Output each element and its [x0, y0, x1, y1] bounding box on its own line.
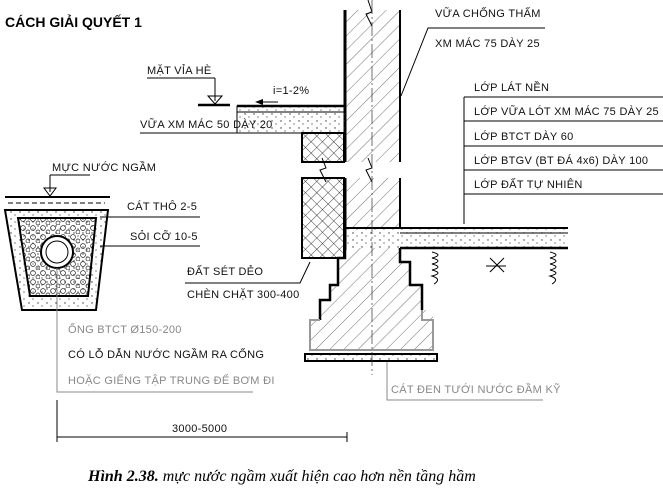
- label-waterproof-mortar: VỮA CHỐNG THẤM: [435, 6, 541, 20]
- slope-arrow-icon: [255, 99, 278, 105]
- drawing-title: CÁCH GIẢI QUYẾT 1: [5, 14, 142, 30]
- layer-label: LỚP BTCT DÀY 60: [474, 130, 574, 143]
- label-waterproof-spec: XM MÁC 75 DÀY 25: [435, 37, 540, 50]
- layer-label: LỚP VỮA LÓT XM MÁC 75 DÀY 25: [474, 105, 659, 118]
- label-groundwater: MỰC NƯỚC NGẦM: [52, 161, 156, 174]
- groundwater-level-marker: [43, 174, 90, 197]
- dimension-line: [56, 400, 348, 442]
- floor-layers-legend: LỚP LÁT NỀN LỚP VỮA LÓT XM MÁC 75 DÀY 25…: [463, 81, 663, 224]
- dimension-label: 3000-5000: [172, 423, 227, 435]
- basement-wall: [343, 0, 401, 250]
- label-slope: i=1-2%: [273, 85, 309, 97]
- caption-text: mực nước ngầm xuất hiện cao hơn nền tầng…: [159, 468, 476, 485]
- label-coarse-sand: CÁT THÔ 2-5: [127, 200, 197, 213]
- label-pipe-spec: ỐNG BTCT Ø150-200: [68, 322, 182, 336]
- label-pipe-pump: HOẶC GIẾNG TẬP TRUNG ĐỂ BƠM ĐI: [68, 374, 275, 387]
- concrete-pipe: [40, 235, 74, 269]
- natural-soil-symbols: [430, 251, 557, 285]
- layer-label: LỚP ĐẤT TỰ NHIÊN: [474, 178, 583, 191]
- label-mortar-50: VỮA XM MÁC 50 DÀY 20: [140, 118, 273, 131]
- label-pipe-purpose: CÓ LỖ DẪN NƯỚC NGẦM RA CỐNG: [68, 347, 264, 361]
- figure-caption: Hình 2.38. mực nước ngầm xuất hiện cao h…: [87, 468, 476, 485]
- foundation-footing: [304, 0, 438, 375]
- clay-backfill: [301, 132, 345, 259]
- layer-label: LỚP BTGV (BT ĐÁ 4x6) DÀY 100: [474, 154, 648, 167]
- label-clay-compact: CHÈN CHẶT 300-400: [187, 288, 300, 301]
- caption-number: Hình 2.38.: [87, 468, 159, 485]
- sidewalk-level-marker: [147, 77, 230, 107]
- label-clay: ĐẤT SÉT DẺO: [187, 265, 263, 278]
- basement-floor-slab: [345, 227, 568, 250]
- label-black-sand: CÁT ĐEN TƯỚI NƯỚC ĐẦM KỸ: [391, 383, 561, 396]
- sidewalk-slab: [236, 104, 346, 134]
- label-gravel: SỎI CỠ 10-5: [130, 230, 198, 243]
- layer-label: LỚP LÁT NỀN: [474, 81, 549, 94]
- label-sidewalk: MẶT VỈA HÈ: [147, 64, 212, 77]
